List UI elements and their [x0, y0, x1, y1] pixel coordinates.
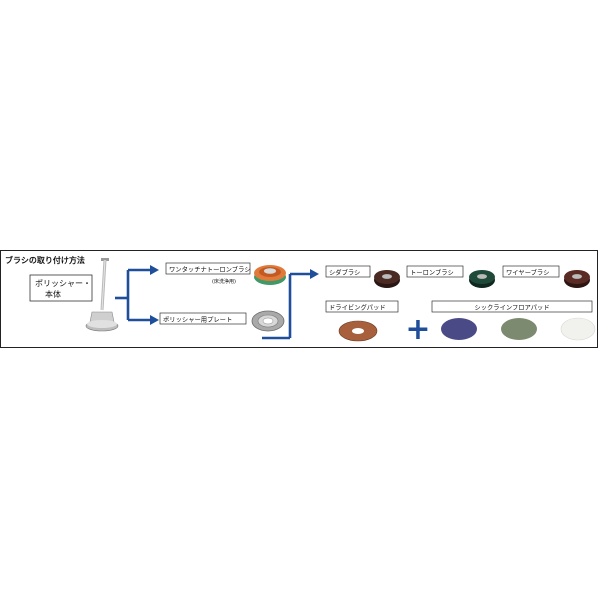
shida-brush-illustration: [374, 270, 400, 288]
floor-pad-navy: [441, 318, 477, 340]
machine-label-box: [29, 274, 93, 302]
floor-pad-label: シックラインフロアパッド: [474, 304, 549, 312]
toron-brush-label: トーロンブラシ: [410, 268, 454, 277]
floor-pad-white: [560, 317, 596, 341]
machine-label-line1: ポリッシャー・: [35, 279, 91, 288]
one-touch-brush-label-box: [165, 262, 251, 275]
toron-brush-illustration: [469, 270, 495, 288]
diagram-frame: [0, 250, 598, 348]
driving-pad-label-box: [325, 300, 399, 313]
arrow-head-brushes: [310, 269, 319, 279]
floor-pad-illustrations: [441, 317, 596, 341]
polisher-machine-illustration: [85, 258, 119, 332]
diagram-title: ブラシの取り付け方法: [5, 255, 85, 265]
wire-brush-illustration: [564, 270, 590, 288]
machine-label-line2: 本体: [45, 289, 61, 299]
arrow-head-lower: [150, 315, 159, 325]
one-touch-brush-label: ワンタッチナトーロンブラシ: [169, 265, 251, 274]
floor-pad-label-box: [431, 300, 593, 313]
polisher-plate-label: ポリッシャー用プレート: [163, 316, 232, 324]
polisher-plate-illustration: [251, 310, 285, 332]
plus-icon: +: [405, 312, 430, 347]
driving-pad-label: ドライビングパッド: [329, 303, 386, 312]
arrow-head-upper: [150, 265, 159, 275]
shida-brush-label-box: [325, 265, 371, 278]
wire-brush-label: ワイヤーブラシ: [506, 268, 549, 277]
wire-brush-label-box: [502, 265, 560, 278]
toron-brush-label-box: [406, 265, 464, 278]
driving-pad-illustration: [338, 320, 378, 342]
floor-pad-olive: [501, 318, 537, 340]
main-split-arrows: [115, 268, 152, 322]
shida-brush-label: シダブラシ: [329, 268, 360, 277]
one-touch-brush-note: (床洗浄用): [212, 278, 236, 285]
one-touch-brush-illustration: [254, 265, 286, 285]
secondary-split-arrows: [262, 272, 312, 340]
brush-attachment-diagram: ブラシの取り付け方法 ポリッシャー・ 本体 ワンタッチナトーロンブラシ (床洗浄…: [5, 255, 596, 347]
polisher-plate-label-box: [159, 312, 247, 325]
